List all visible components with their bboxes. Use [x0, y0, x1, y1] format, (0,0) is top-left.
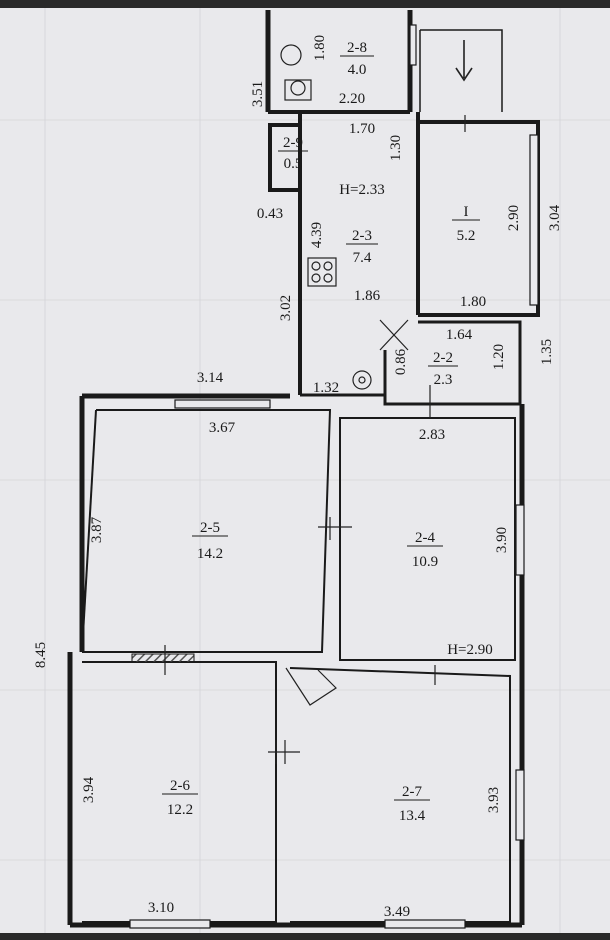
room-2-6-area: 12.2: [167, 802, 193, 818]
room-2-7-id: 2-7: [402, 784, 422, 800]
dim-1-20: 1.20: [491, 344, 507, 370]
boiler-icon: [352, 370, 372, 390]
height-label-kitchen: H=2.33: [339, 182, 385, 198]
room-2-5-area: 14.2: [197, 546, 223, 562]
dim-4-39: 4.39: [309, 222, 325, 248]
dim-0-43: 0.43: [257, 206, 283, 222]
dimension-labels-horizontal: 2.20 1.70 0.43 1.86 1.80 1.64 3.14 1.32 …: [148, 91, 486, 920]
dim-0-86: 0.86: [393, 348, 409, 375]
dim-1-86: 1.86: [354, 288, 381, 304]
dim-3-51: 3.51: [250, 81, 266, 107]
dim-3-10: 3.10: [148, 900, 174, 916]
door-marks: [164, 115, 466, 764]
room-2-4-area: 10.9: [412, 554, 438, 570]
top-dark-strip: [0, 0, 610, 8]
stove-icon: [307, 257, 337, 287]
room-I-id: I: [464, 204, 469, 220]
hatched-partition: [131, 653, 195, 663]
room-2-6-id: 2-6: [170, 778, 190, 794]
dim-3-02: 3.02: [278, 295, 294, 321]
dim-3-90: 3.90: [494, 527, 510, 553]
room-2-7-area: 13.4: [399, 808, 426, 824]
dim-3-49: 3.49: [384, 904, 410, 920]
dim-1-35: 1.35: [539, 339, 555, 365]
dim-1-32: 1.32: [313, 380, 339, 396]
bottom-dark-strip: [0, 933, 610, 940]
dim-3-87: 3.87: [89, 516, 105, 543]
dim-2-90: 2.90: [506, 205, 522, 231]
room-2-5-id: 2-5: [200, 520, 220, 536]
height-label-main: H=2.90: [447, 642, 493, 658]
washbasin-icon: [290, 80, 306, 96]
room-I-area: 5.2: [457, 228, 476, 244]
dim-2-83: 2.83: [419, 427, 445, 443]
dim-8-45: 8.45: [33, 642, 49, 668]
dim-3-93: 3.93: [486, 787, 502, 813]
room-2-3-id: 2-3: [352, 228, 372, 244]
dim-1-70: 1.70: [349, 121, 375, 137]
dimension-labels-vertical: 1.80 3.51 1.30 4.39 3.02 2.90 3.04 0.86 …: [33, 35, 563, 813]
dim-3-67: 3.67: [209, 420, 236, 436]
room-2-4-id: 2-4: [415, 530, 435, 546]
dim-1-80-a: 1.80: [312, 35, 328, 61]
dim-1-64: 1.64: [446, 327, 473, 343]
windows: [129, 24, 539, 929]
dim-3-14: 3.14: [197, 370, 224, 386]
dim-1-80-b: 1.80: [460, 294, 486, 310]
dim-3-94: 3.94: [81, 776, 97, 803]
toilet-icon: [280, 44, 302, 66]
room-2-2-id: 2-2: [433, 350, 453, 366]
room-2-2-area: 2.3: [434, 372, 453, 388]
room-2-8-id: 2-8: [347, 40, 367, 56]
walls: [67, 10, 540, 928]
down-arrow-icon: [455, 40, 473, 82]
room-2-9-area: 0.5: [284, 156, 303, 172]
room-2-3-area: 7.4: [353, 250, 372, 266]
dim-1-30: 1.30: [388, 135, 404, 161]
room-labels: 2-8 4.0 2-9 0.5 2-3 7.4 I 5.2 2-2 2.3 2-…: [162, 40, 493, 824]
room-2-8-area: 4.0: [348, 62, 367, 78]
room-2-9-id: 2-9: [283, 135, 303, 151]
fixtures: [280, 40, 473, 390]
dim-2-20: 2.20: [339, 91, 365, 107]
dim-3-04: 3.04: [547, 204, 563, 231]
